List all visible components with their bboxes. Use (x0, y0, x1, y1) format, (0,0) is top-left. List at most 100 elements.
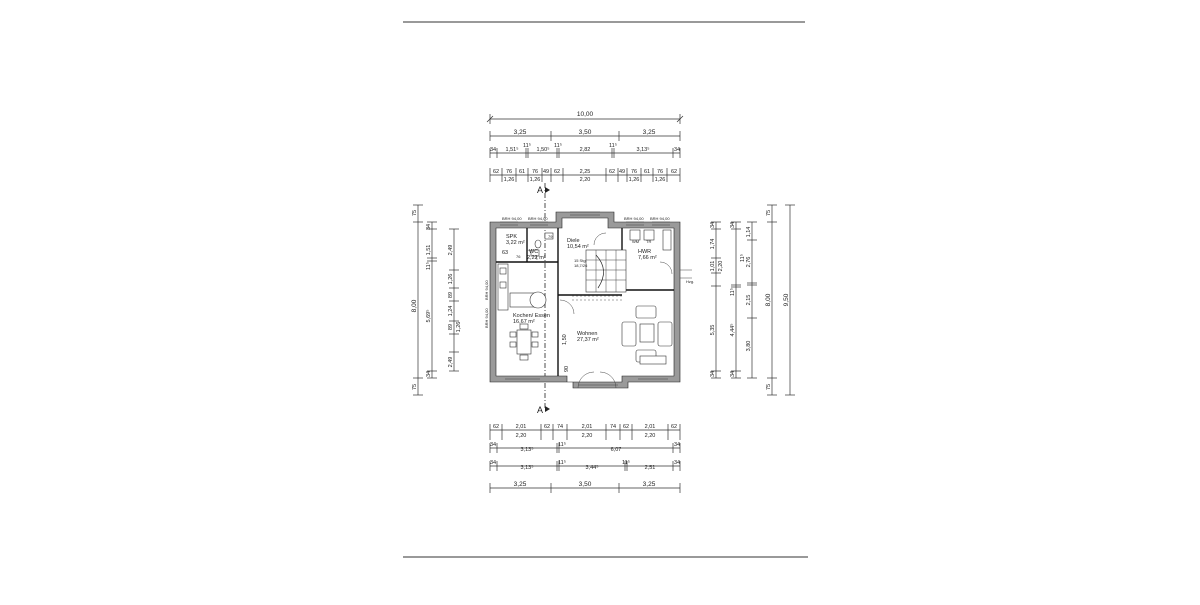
top-dim-r2-2: 3,25 (643, 129, 656, 136)
top-dim-r3-8: 34 (674, 147, 680, 153)
top-dim-r4a-1: 76 (506, 169, 512, 175)
room-spk-name: SPK (506, 234, 517, 240)
top-dim-r3-6: 11⁵ (609, 142, 617, 149)
bottom-dim-r2-2: 11⁵ (558, 441, 566, 448)
top-dim-r3-7: 3,13⁵ (637, 146, 650, 153)
room-kitchen-area: 16,67 m² (513, 319, 535, 325)
label-wm: WM (632, 239, 639, 244)
living-furniture (621, 305, 673, 365)
right-dim-in-4: 4,44⁵ (729, 324, 736, 337)
left-dim-mid-0: 34 (426, 224, 432, 230)
left-dimension-chains: 75 8,00 75 34 1,51 11⁵ 5,69⁵ 34 2,49 1,2… (411, 204, 462, 396)
top-dim-r4b-1: 1,26 (530, 177, 541, 183)
left-dim-in-0: 2,49 (448, 245, 454, 256)
top-dim-r3-3: 1,50⁵ (537, 146, 550, 153)
building-outline (489, 211, 692, 389)
top-dim-r4a-5: 62 (554, 169, 560, 175)
bottom-dim-r3-2: 11⁵ (558, 459, 566, 466)
bottom-dim-r3-6: 34 (674, 460, 680, 466)
top-dim-r4a-10: 61 (644, 169, 650, 175)
room-kitchen-name: Kochen/ Essen (513, 313, 550, 319)
brh-label-3: BRH 94,00 (624, 216, 644, 221)
left-dim-in-2: 89 (448, 292, 454, 298)
room-spk-area: 3,22 m² (506, 240, 525, 246)
bottom-dim-r3-4: 11⁵ (622, 459, 630, 466)
top-dim-r4a-12: 62 (671, 169, 677, 175)
bottom-dim-r1b-1: 2,20 (582, 433, 593, 439)
left-dim-mid-3: 5,69⁵ (425, 310, 432, 323)
label-tr: TR (646, 239, 651, 244)
top-dim-r4a-6: 2,25 (580, 169, 591, 175)
room-living-area: 27,37 m² (577, 337, 599, 343)
brh-label-2: BRH 94,00 (528, 216, 548, 221)
bottom-dim-r1a-5: 74 (610, 424, 616, 430)
right-dim-in-3: 11⁵ (729, 288, 736, 296)
top-dim-overall: 10,00 (577, 111, 594, 118)
section-marker-bottom: A (537, 405, 543, 415)
dining-table (509, 323, 539, 361)
bottom-dim-r1a-1: 2,01 (516, 424, 527, 430)
right-dim-outer-2: 75 (766, 384, 772, 390)
left-dim-in-1: 1,26 (448, 274, 454, 285)
right-dim-m1-1: 1,74 (710, 239, 716, 250)
room-hwr-name: HWR (638, 249, 651, 255)
top-dim-r4b-4: 1,26 (655, 177, 666, 183)
left-dim-in-6: 2,49 (448, 357, 454, 368)
bottom-dim-r1a-0: 62 (493, 424, 499, 430)
room-diele-name: Diele (567, 238, 580, 244)
room-diele-area: 10,54 m² (567, 244, 589, 250)
left-dim-outer-2: 75 (412, 384, 418, 390)
right-dim-in-1: 2,76 (746, 257, 752, 268)
room-living-name: Wohnen (577, 331, 597, 337)
stair-ratio: 18,7/26 (574, 263, 588, 268)
right-dim-m1-3: 1,01 (710, 261, 716, 272)
label-63: 63 (502, 250, 508, 256)
right-dim-in-7: 11⁵ (739, 254, 746, 262)
room-wc-area: 2,22 m² (527, 255, 546, 261)
right-dim-in-2: 2,15 (746, 295, 752, 306)
top-dim-r4a-7: 62 (609, 169, 615, 175)
top-dim-r4a-2: 61 (519, 169, 525, 175)
staircase (585, 249, 627, 293)
right-dim-in-5: 34 (730, 371, 736, 377)
top-dim-r3-2: 11⁵ (523, 142, 531, 149)
stair-steps: 15 Stg. (574, 258, 587, 263)
label-1-50: 1,50 (562, 334, 568, 345)
top-dim-r2-0: 3,25 (514, 129, 527, 136)
bottom-dim-r1a-3: 74 (557, 424, 563, 430)
top-dim-r4a-8: 49 (619, 169, 625, 175)
bottom-dim-r1a-4: 2,01 (582, 424, 593, 430)
sill-height-labels: BRH 94,00 BRH 94,00 BRH 94,00 BRH 94,00 … (484, 216, 670, 328)
bottom-dim-r3-0: 34 (490, 460, 496, 466)
top-dim-r3-0: 34 (490, 147, 496, 153)
bottom-dim-r3-1: 3,13⁵ (521, 464, 534, 471)
bottom-dim-r3-5: 2,51 (645, 465, 656, 471)
bottom-dim-r1a-2: 62 (544, 424, 550, 430)
bottom-dim-r1b-2: 2,20 (645, 433, 656, 439)
right-dim-outer-0: 75 (766, 210, 772, 216)
bottom-dim-r1a-8: 62 (671, 424, 677, 430)
room-hwr-area: 7,66 m² (638, 255, 657, 261)
top-dim-r4b-2: 2,20 (580, 177, 591, 183)
left-dim-mid-2: 11⁵ (425, 262, 432, 270)
room-labels: SPK 3,22 m² WC 2,22 m² Diele 10,54 m² HW… (502, 234, 694, 372)
left-dim-mid-4: 34 (426, 371, 432, 377)
brh-label-4: BRH 94,00 (650, 216, 670, 221)
brh-label-1: BRH 94,00 (502, 216, 522, 221)
label-79: 79 (548, 234, 553, 239)
bottom-dim-r2-4: 34 (674, 442, 680, 448)
left-dim-mid-1: 1,51 (426, 245, 432, 256)
brh-label-5: BRH 94,00 (484, 280, 489, 300)
right-dimension-chains: 34 1,74 2,20 1,01 5,35 34 34 11⁵ 4,44⁵ 3… (710, 204, 795, 396)
bottom-dimension-chains: 62 2,01 62 74 2,01 74 62 2,01 62 2,20 2,… (489, 424, 681, 493)
bottom-dim-r3-3: 3,44⁵ (586, 464, 599, 471)
top-dim-r4b-3: 1,26 (629, 177, 640, 183)
room-wc-name: WC (529, 249, 538, 255)
label-90: 90 (564, 366, 570, 372)
left-dim-in-4: 89 (448, 324, 454, 330)
left-dim-in-3: 1,24 (448, 306, 454, 317)
right-dim-m1-5: 34 (710, 371, 716, 377)
right-dim-in-0: 1,14 (746, 227, 752, 238)
top-dim-r4a-4: 49 (543, 169, 549, 175)
